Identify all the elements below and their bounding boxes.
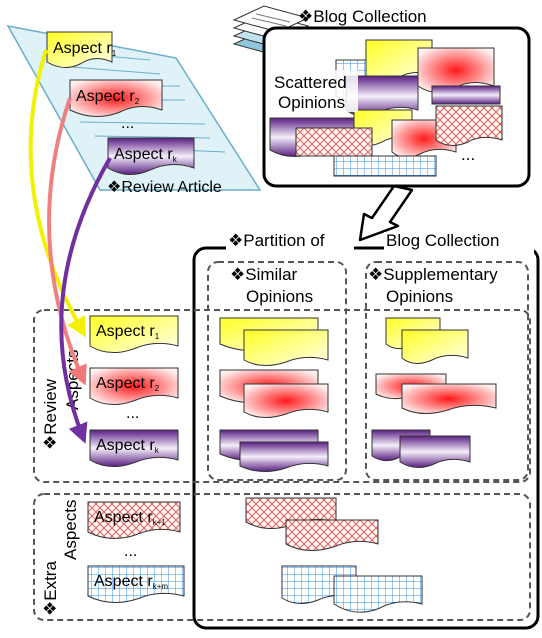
- article-aspect-k: Aspect rk: [107, 137, 195, 175]
- partition-title-left: ❖Partition of: [228, 231, 325, 250]
- review-article: Aspect r1 Aspect r2 ... Aspect rk ❖Revie…: [6, 24, 262, 196]
- review-aspects-ellipsis: ...: [126, 405, 139, 422]
- similar-opinions-group: [207, 261, 347, 481]
- article-aspect-2: Aspect r2: [69, 79, 163, 117]
- similar-opinions-line2: Opinions: [246, 287, 313, 306]
- partition-title-right: Blog Collection: [386, 231, 499, 250]
- article-aspect-1: Aspect r1: [46, 31, 117, 68]
- extra-aspects: ❖Extra Aspects Aspect rk+1 ... Aspect rk…: [33, 493, 531, 621]
- extra-aspect-km: Aspect rk+m: [87, 565, 185, 603]
- review-aspect-1-label: Aspect r1: [96, 323, 160, 341]
- supplementary-opinions-line1: ❖Supplementary: [368, 265, 498, 284]
- similar-opinions-line1: ❖Similar: [230, 265, 298, 284]
- article-aspect-2-label: Aspect r2: [76, 88, 140, 106]
- similar-yellow-pair: [219, 317, 329, 366]
- review-aspects-label-line1: ❖Review: [41, 378, 60, 450]
- supplementary-opinions-group: [365, 261, 529, 481]
- scattered-opinion-grid-2: [333, 155, 437, 177]
- review-aspect-k-label: Aspect rk: [96, 437, 160, 455]
- extra-aspects-label-line2: Aspects: [61, 500, 80, 560]
- partition-box: [192, 246, 540, 630]
- scattered-opinion-cross-2: [295, 127, 373, 157]
- partition-arrow: [358, 184, 414, 242]
- review-article-label: ❖Review Article: [107, 179, 222, 196]
- similar-purple-pair: [219, 429, 329, 472]
- extra-aspects-label-line1: ❖Extra: [41, 561, 60, 616]
- supplementary-yellow-pair: [385, 317, 469, 364]
- arrow-aspect-k: [59, 157, 112, 444]
- blog-collection-ellipsis: ...: [461, 145, 475, 164]
- review-aspect-1: Aspect r1: [89, 315, 179, 353]
- article-aspect-k-label: Aspect rk: [114, 146, 178, 164]
- supplementary-purple-pair: [371, 429, 471, 468]
- similar-red-pair: [219, 369, 329, 418]
- arrow-aspect-1: [28, 49, 86, 338]
- extra-aspect-k1: Aspect rk+1: [87, 501, 181, 539]
- scattered-label-bg: [272, 70, 358, 112]
- supplementary-opinions-line2: Opinions: [386, 287, 453, 306]
- scattered-opinion-purple-2: [431, 85, 501, 105]
- scattered-opinion-cross-1: [435, 105, 503, 146]
- review-aspect-k: Aspect rk: [89, 429, 179, 467]
- review-aspect-2-label: Aspect r2: [96, 375, 160, 393]
- supplementary-red-pair: [375, 373, 497, 414]
- arrow-aspect-2: [47, 97, 87, 386]
- partition-title-bg-right: [384, 232, 534, 254]
- extra-aspects-group: [33, 493, 531, 621]
- scattered-label-line1: Scattered: [274, 73, 347, 92]
- blog-collection-title: ❖Blog Collection: [298, 7, 427, 26]
- extra-opinion-grid-2: [333, 575, 423, 613]
- blog-collection: ❖Blog Collection Scattered Opinions ...: [232, 5, 531, 188]
- extra-aspect-k1-label: Aspect rk+1: [94, 509, 166, 527]
- extra-opinion-cross-2: [285, 519, 379, 551]
- extra-aspects-ellipsis: ...: [124, 543, 137, 560]
- scattered-label-line2: Opinions: [278, 93, 345, 112]
- article-ellipsis: ...: [121, 115, 134, 132]
- extra-aspect-km-label: Aspect rk+m: [94, 573, 168, 591]
- partition-title-bg-left: [226, 232, 354, 254]
- article-aspect-1-label: Aspect r1: [53, 40, 117, 58]
- partition-panel: ❖Partition of Blog Collection ❖Similar O…: [192, 231, 540, 630]
- review-aspect-2: Aspect r2: [89, 367, 179, 405]
